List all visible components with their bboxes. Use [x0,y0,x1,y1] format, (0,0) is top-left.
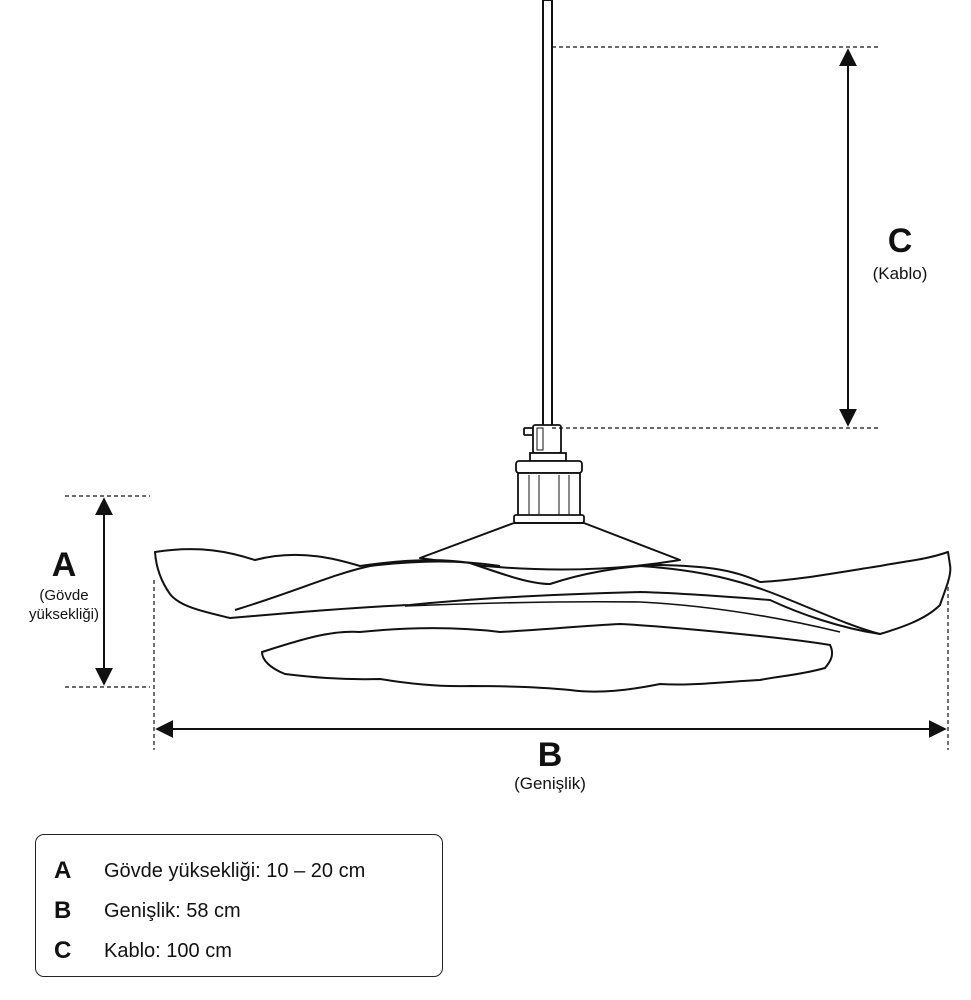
dimension-legend: A Gövde yüksekliği: 10 – 20 cm B Genişli… [35,834,443,977]
lamp-socket [513,424,585,524]
shade-band [234,560,881,635]
lamp-shade [154,522,952,693]
legend-row-c: C Kablo: 100 cm [54,931,442,971]
legend-text: Genişlik: 58 cm [104,899,241,922]
dimension-a [65,495,150,688]
cable [542,0,553,429]
legend-row-a: A Gövde yüksekliği: 10 – 20 cm [54,851,442,891]
dimension-c [552,46,878,429]
legend-text: Gövde yüksekliği: 10 – 20 cm [104,859,366,882]
dimension-a-caption-line1: (Gövde [39,587,89,604]
dimension-c-letter: C [887,222,913,260]
shade-lower-ruffle [261,623,834,693]
legend-text: Kablo: 100 cm [104,939,232,962]
legend-key: C [54,937,72,964]
dimension-b-caption: (Genişlik) [514,774,586,793]
dimension-b [153,580,949,750]
legend-key: B [54,897,72,924]
dimension-a-letter: A [51,546,77,584]
shade-inner-edge [404,600,841,633]
legend-key: A [54,857,72,884]
dimension-c-caption: (Kablo) [872,264,928,283]
legend-row-b: B Genişlik: 58 cm [54,891,442,931]
dimension-a-caption-line2: yüksekliği) [28,606,100,623]
dimension-b-letter: B [537,736,563,774]
